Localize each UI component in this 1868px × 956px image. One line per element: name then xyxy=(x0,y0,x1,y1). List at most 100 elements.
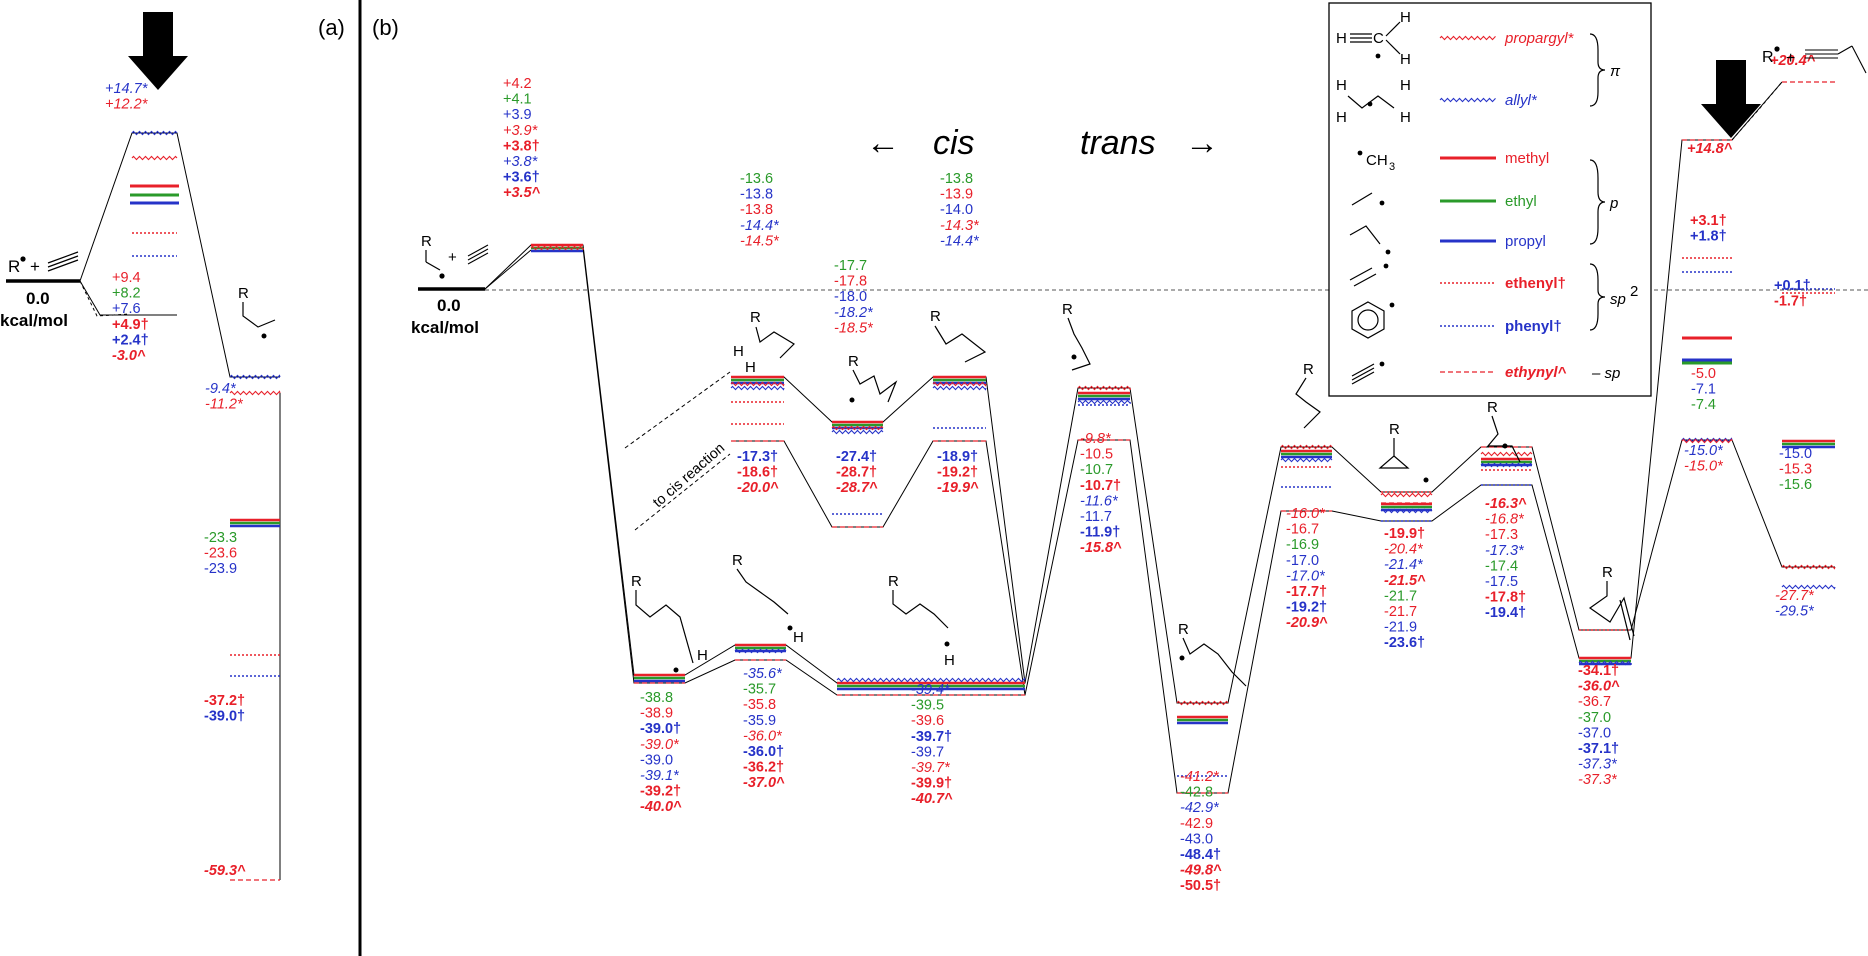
svg-text:H: H xyxy=(1400,109,1411,126)
legend-label-ethynyl: ethynyl^ xyxy=(1505,364,1567,381)
energy-value: -29.5* xyxy=(1775,604,1815,620)
legend-label-methyl: methyl xyxy=(1505,150,1549,167)
energy-value: +3.1† xyxy=(1690,213,1727,229)
energy-value: -39.9† xyxy=(911,776,952,792)
energy-level xyxy=(1681,437,1733,443)
energy-level xyxy=(1681,438,1733,444)
direction-arrow-right: → xyxy=(1185,124,1219,162)
energy-level xyxy=(229,390,281,396)
energy-value: +8.2 xyxy=(112,286,141,302)
energy-value: -21.5^ xyxy=(1384,573,1426,589)
down-arrow-icon xyxy=(1701,60,1761,138)
energy-value: -17.8† xyxy=(1485,590,1526,606)
legend-group-sp2-sup: 2 xyxy=(1630,283,1638,300)
svg-text:+: + xyxy=(1786,50,1795,67)
energy-value: -14.5* xyxy=(740,233,780,249)
product-structure: R + xyxy=(1762,45,1867,74)
energy-value: -10.7 xyxy=(1080,462,1113,478)
direction-arrow-left: ← xyxy=(866,124,900,162)
energy-value: -17.3† xyxy=(737,449,778,465)
energy-value: -39.7* xyxy=(911,760,951,776)
energy-value: -43.0 xyxy=(1180,831,1213,847)
energy-value: -17.3 xyxy=(1485,527,1518,543)
energy-value: -11.7 xyxy=(1080,509,1112,525)
svg-text:H: H xyxy=(697,647,708,664)
svg-text:C: C xyxy=(1373,30,1384,47)
energy-value: -39.2† xyxy=(640,784,681,800)
energy-value: -15.0* xyxy=(1684,459,1724,475)
energy-value: -35.6* xyxy=(743,666,783,682)
energy-level xyxy=(1380,492,1433,498)
energy-value: -39.7† xyxy=(911,729,952,745)
energy-value: -15.0 xyxy=(1779,446,1812,462)
svg-text:H: H xyxy=(944,652,955,669)
energy-value: -18.0 xyxy=(834,289,867,305)
energy-level xyxy=(1781,564,1836,570)
pathway-line xyxy=(79,132,280,378)
svg-text:R: R xyxy=(1487,399,1498,416)
pathway-line xyxy=(79,280,177,316)
energy-value: -11.6* xyxy=(1080,493,1119,509)
energy-value: -42.9* xyxy=(1180,800,1220,816)
energy-value: +3.9* xyxy=(503,123,539,139)
energy-value: -16.9 xyxy=(1286,537,1319,553)
energy-value: -39.5 xyxy=(911,698,944,714)
energy-levels xyxy=(130,81,1836,881)
legend-group-p: p xyxy=(1609,195,1618,212)
energy-value: -7.1 xyxy=(1691,382,1716,398)
energy-level xyxy=(131,130,178,136)
legend-structures: H C H H H H H H CH 3 xyxy=(1336,9,1411,385)
svg-text:R: R xyxy=(888,573,899,590)
energy-value: -17.0 xyxy=(1286,553,1319,569)
energy-level xyxy=(1380,508,1433,514)
energy-value: -39.7 xyxy=(911,744,944,760)
energy-value: -28.7^ xyxy=(836,480,878,496)
energy-value: -17.3* xyxy=(1485,543,1525,559)
energy-value: -15.0* xyxy=(1684,443,1724,459)
energy-value: -39.0† xyxy=(640,721,681,737)
energy-value: +9.4 xyxy=(112,270,141,286)
energy-value: -1.7† xyxy=(1774,294,1807,310)
energy-value: -17.7† xyxy=(1286,584,1327,600)
energy-value: -13.8 xyxy=(740,202,773,218)
energy-value: -23.9 xyxy=(204,561,237,577)
energy-value: -39.0* xyxy=(640,737,680,753)
energy-value: -37.3* xyxy=(1578,757,1618,773)
energy-level xyxy=(1280,444,1333,450)
energy-value: -19.2† xyxy=(937,465,978,481)
legend: propargyl*allyl*methylethylpropylethenyl… xyxy=(1328,2,1652,397)
energy-level xyxy=(1077,399,1132,405)
energy-value: -19.9^ xyxy=(937,480,979,496)
energy-value: -39.0 xyxy=(640,752,673,768)
energy-value: -17.7 xyxy=(834,258,867,274)
energy-value: -18.5* xyxy=(834,320,874,336)
reactant-structure-a: R + xyxy=(8,251,79,276)
svg-text:H: H xyxy=(1400,51,1411,68)
energy-value: -49.8^ xyxy=(1180,863,1222,879)
energy-value: -16.3^ xyxy=(1485,496,1527,512)
energy-level xyxy=(932,385,987,391)
energy-value: -13.8 xyxy=(940,171,973,187)
energy-value: -5.0 xyxy=(1691,366,1716,382)
energy-value: +1.8† xyxy=(1690,229,1727,245)
svg-text:R: R xyxy=(1389,421,1400,438)
energy-level xyxy=(131,155,178,161)
svg-text:R: R xyxy=(238,285,249,302)
energy-value: -16.0* xyxy=(1286,506,1326,522)
energy-value: -37.0 xyxy=(1578,710,1611,726)
energy-level xyxy=(831,425,884,431)
energy-value: +7.6 xyxy=(112,301,141,317)
svg-text:R: R xyxy=(8,257,20,276)
energy-value: -13.9 xyxy=(940,187,973,203)
legend-group-pi: π xyxy=(1610,63,1621,80)
energy-value: -37.0 xyxy=(1578,725,1611,741)
energy-value: +0.1† xyxy=(1774,278,1811,294)
energy-value: +4.2 xyxy=(503,76,532,92)
intermediate-structures: R R H R H R H R H H R R R R R R R xyxy=(238,285,1635,687)
energy-level xyxy=(1781,584,1836,590)
energy-value: -15.3 xyxy=(1779,462,1812,478)
energy-value: -20.9^ xyxy=(1286,615,1328,631)
energy-value: -42.8 xyxy=(1180,785,1213,801)
energy-value: +2.4† xyxy=(112,332,149,348)
